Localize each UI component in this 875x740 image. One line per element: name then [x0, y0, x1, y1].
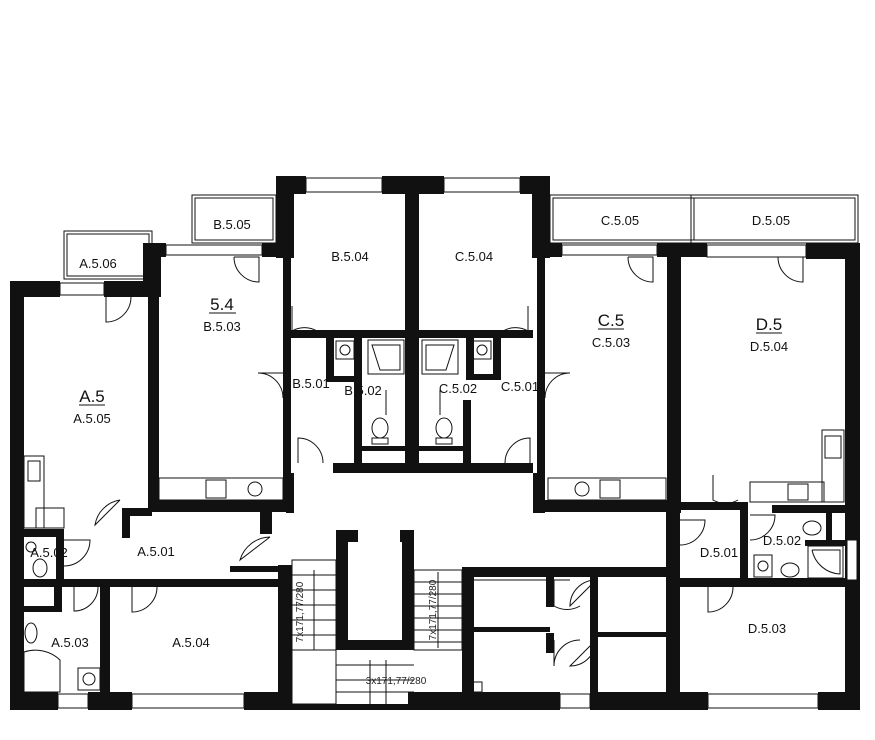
room-label-a503: A.5.03	[51, 635, 89, 650]
fixtures	[23, 339, 845, 693]
apartment-label-a: A.5	[79, 387, 105, 406]
stair-label-left: 7x171,77/280	[295, 581, 306, 642]
room-label-d505: D.5.05	[752, 213, 790, 228]
room-label-a506: A.5.06	[79, 256, 117, 271]
room-label-a505: A.5.05	[73, 411, 111, 426]
apartment-label-d: D.5	[756, 315, 782, 334]
windows	[57, 177, 858, 709]
room-label-b504: B.5.04	[331, 249, 369, 264]
room-label-d502: D.5.02	[763, 533, 801, 548]
apartment-label-c: C.5	[598, 311, 624, 330]
room-label-b505: B.5.05	[213, 217, 251, 232]
apartment-label-b: 5.4	[210, 295, 234, 314]
room-label-b502: B.5.02	[344, 383, 382, 398]
room-label-b503: B.5.03	[203, 319, 241, 334]
room-label-c504: C.5.04	[455, 249, 493, 264]
doors	[63, 256, 804, 667]
room-label-d504: D.5.04	[750, 339, 788, 354]
room-label-c505: C.5.05	[601, 213, 639, 228]
stair-label-right: 7x171,77/280	[428, 579, 439, 640]
room-labels: A.5.06 B.5.05 C.5.05 D.5.05 B.5.04 C.5.0…	[30, 213, 801, 687]
room-label-c501: C.5.01	[501, 379, 539, 394]
room-label-b501: B.5.01	[292, 376, 330, 391]
room-label-c502: C.5.02	[439, 381, 477, 396]
room-label-c503: C.5.03	[592, 335, 630, 350]
balconies	[63, 194, 859, 280]
stair-label-bottom: 3x171,77/280	[366, 676, 427, 687]
room-label-d503: D.5.03	[748, 621, 786, 636]
walls	[10, 176, 860, 710]
room-label-d501: D.5.01	[700, 545, 738, 560]
stairs	[291, 559, 548, 705]
room-label-a502: A.5.02	[30, 545, 68, 560]
room-label-a504: A.5.04	[172, 635, 210, 650]
room-label-a501: A.5.01	[137, 544, 175, 559]
